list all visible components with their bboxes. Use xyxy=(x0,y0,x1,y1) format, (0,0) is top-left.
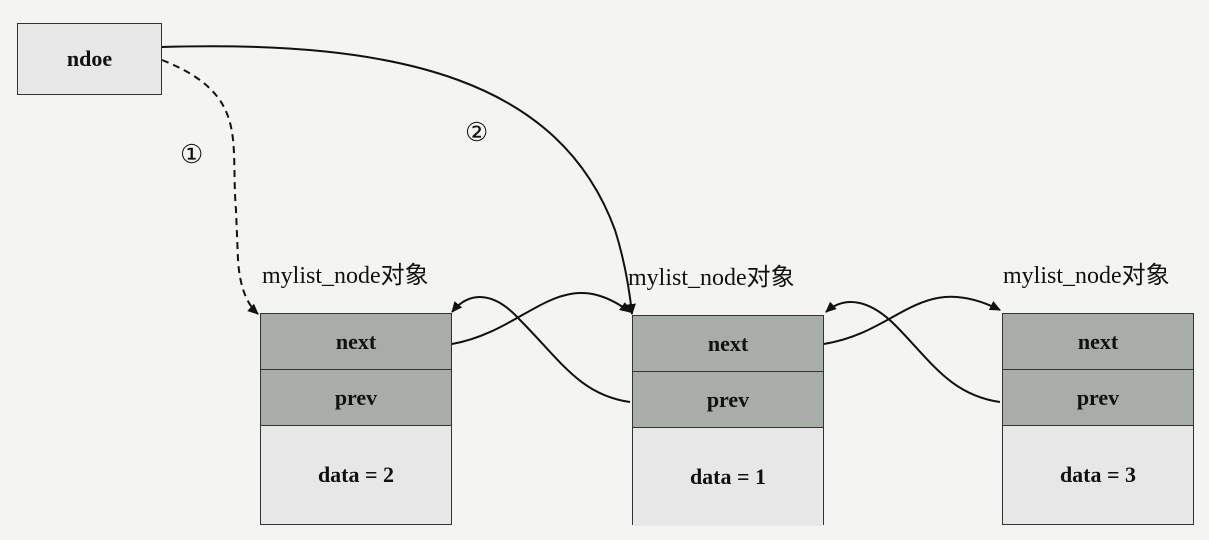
link-node2-next-to-node1 xyxy=(451,292,631,345)
data-field: data = 2 xyxy=(261,426,451,524)
node-title-1: mylist_node对象 xyxy=(262,263,429,289)
arrow-step1-dashed xyxy=(161,59,259,315)
step-1-label: ① xyxy=(180,140,204,169)
ndoe-label: ndoe xyxy=(66,46,113,71)
step-2-label: ② xyxy=(465,118,489,147)
list-node-data-3: next prev data = 3 xyxy=(1002,313,1194,525)
link-node1-next-to-node3 xyxy=(823,295,1001,345)
next-field: next xyxy=(633,316,823,372)
prev-field: prev xyxy=(633,372,823,428)
ndoe-pointer-box: ndoe xyxy=(17,23,162,95)
link-node3-prev-to-node1 xyxy=(825,301,1001,403)
prev-field: prev xyxy=(1003,370,1193,426)
link-node1-prev-to-node2 xyxy=(451,296,631,403)
next-field: next xyxy=(261,314,451,370)
data-field: data = 1 xyxy=(633,428,823,526)
node-title-3: mylist_node对象 xyxy=(1003,263,1170,289)
next-field: next xyxy=(1003,314,1193,370)
list-node-data-2: next prev data = 2 xyxy=(260,313,452,525)
node-title-2: mylist_node对象 xyxy=(628,265,795,291)
list-node-data-1: next prev data = 1 xyxy=(632,315,824,526)
prev-field: prev xyxy=(261,370,451,426)
arrow-step2-solid xyxy=(161,45,636,315)
data-field: data = 3 xyxy=(1003,426,1193,524)
